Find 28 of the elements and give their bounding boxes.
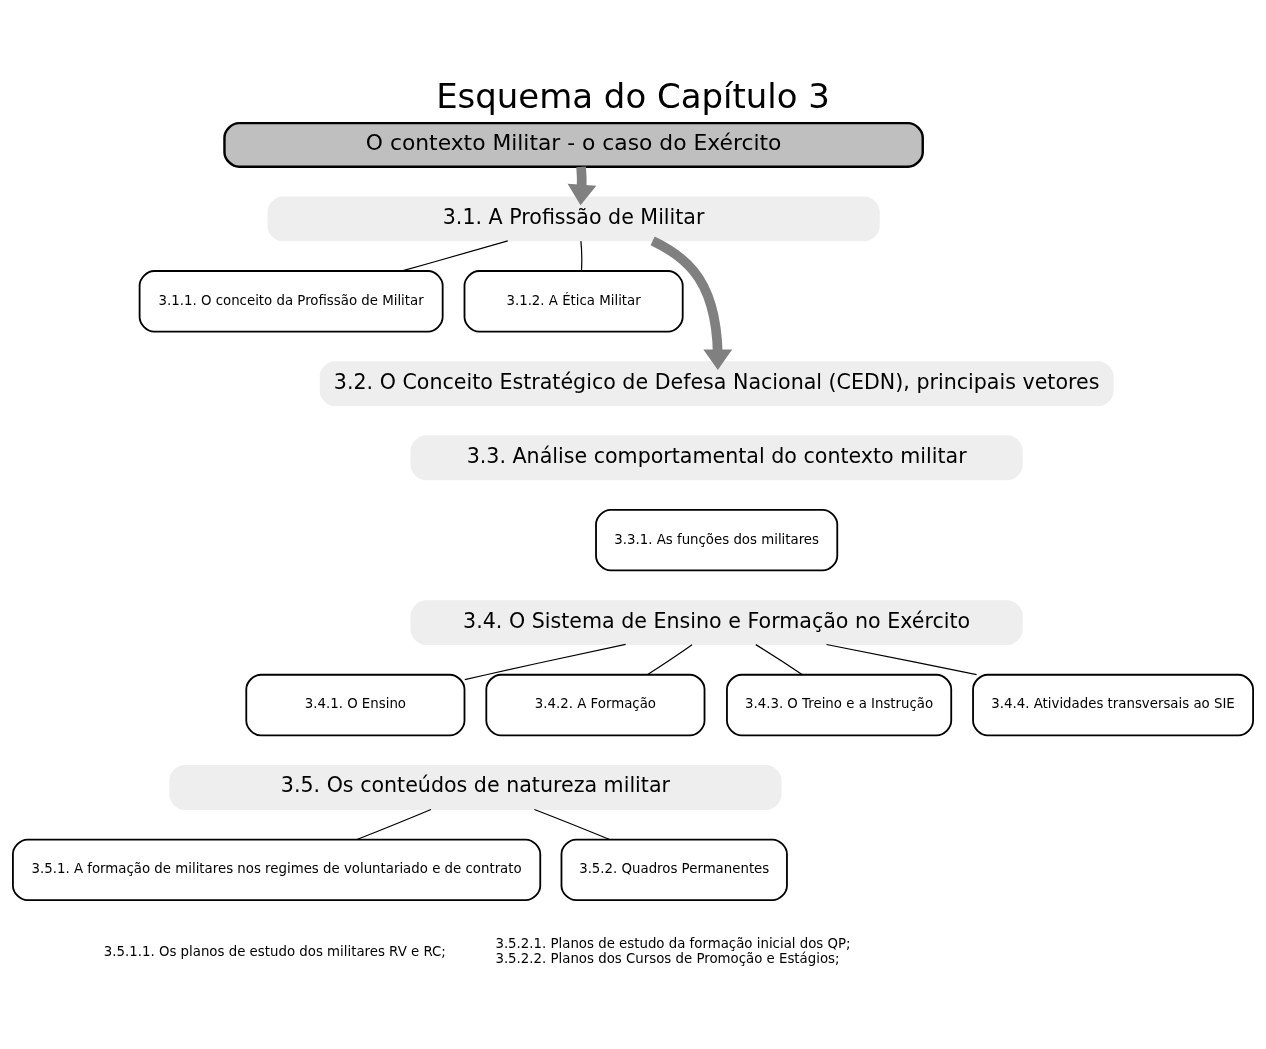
arrow: [567, 165, 597, 205]
node-box: 3.3.1. As funções dos militares: [595, 508, 839, 571]
diagram-title: Esquema do Capítulo 3: [436, 75, 830, 116]
connector: [401, 239, 509, 271]
arrow: [650, 235, 733, 370]
node-label: 3.5.1.1. Os planos de estudo dos militares RV e RC;: [103, 943, 446, 959]
node-box: 3.4.4. Atividades transversais ao SIE: [972, 673, 1254, 736]
node-label: 3.5.2.1. Planos de estudo da formação inicial dos QP;: [495, 935, 851, 951]
node-box: O contexto Militar - o caso do Exército: [223, 121, 924, 168]
node-box: 3.4.1. O Ensino: [245, 673, 466, 736]
node-box: 3.5.2. Quadros Permanentes: [560, 838, 788, 901]
connector: [464, 643, 627, 680]
node-box: 3.1.2. A Ética Militar: [463, 269, 684, 333]
node-box: 3.1. A Profissão de Militar: [267, 195, 880, 241]
node-box: 3.1.1. O conceito da Profissão de Militar: [138, 269, 444, 333]
node-box: 3.4.2. A Formação: [485, 673, 706, 736]
connector: [533, 808, 611, 840]
connector: [825, 643, 978, 675]
node-box: 3.5. Os conteúdos de natureza militar: [169, 764, 782, 810]
node-box: 3.4. O Sistema de Ensino e Formação no Exército: [410, 599, 1023, 645]
connector: [755, 643, 803, 675]
connector: [580, 240, 583, 271]
node-box: 3.2. O Conceito Estratégico de Defesa Nacional (CEDN), principais vetores: [319, 360, 1114, 406]
node-box: 3.5.1. A formação de militares nos regimes de voluntariado e de contrato: [12, 838, 542, 901]
connector: [356, 808, 432, 840]
connector: [647, 643, 693, 675]
node-box: 3.4.3. O Treino e a Instrução: [726, 673, 953, 736]
node-label: 3.5.2.2. Planos dos Cursos de Promoção e Estágios;: [495, 950, 840, 966]
